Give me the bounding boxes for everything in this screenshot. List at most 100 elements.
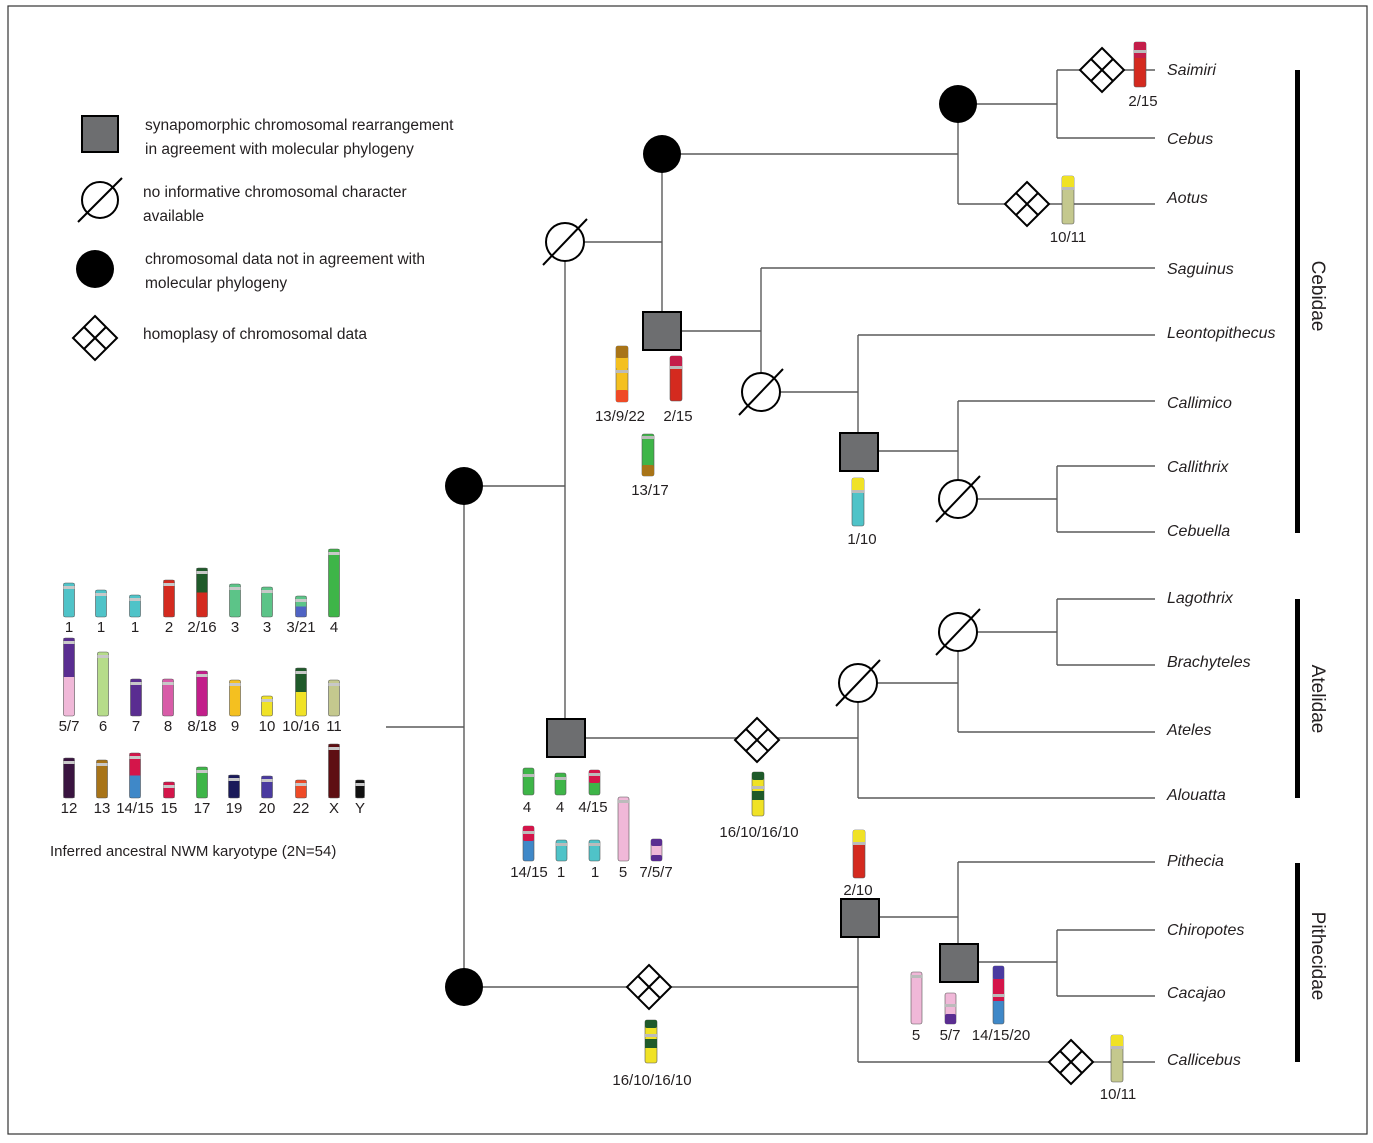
karyotype-label: 8 [164,718,172,735]
karyotype-chromosome-Y [355,779,365,799]
node-diamond-pithecid [625,963,673,1011]
node-circle-root-lower [445,968,483,1006]
karyotype-label: 10 [259,718,276,735]
legend-circle-text: chromosomal data not in agreement with [145,251,425,268]
karyotype-chromosome-3-21 [295,595,307,618]
label-14-15-20: 14/15/20 [972,1027,1030,1044]
karyotype-chromosome-17 [196,766,208,799]
karyotype-label: 1 [65,619,73,636]
karyotype-chromosome-10-16 [295,667,307,717]
karyotype-label: 5/7 [59,718,80,735]
label-1-10: 1/10 [847,531,876,548]
chromosome-5-pithecid [910,971,923,1025]
karyotype-chromosome-7 [130,678,142,717]
chromosome-13-17 [641,433,655,477]
legend-square-symbol [81,115,119,153]
karyotype-label: 12 [61,800,78,817]
karyotype-chromosome-12 [63,757,75,799]
label-2-15-saimiri: 2/15 [1128,93,1157,110]
chromosome-4-b [554,772,567,796]
legend-circle-text-2: molecular phylogeny [145,275,287,292]
karyotype-chromosome-1 [95,589,107,618]
taxon-leontopithecus: Leontopithecus [1167,325,1276,342]
chromosome-2-10 [852,829,866,879]
label-5-pithecid: 5 [912,1027,920,1044]
node-square-atelid [546,718,586,758]
node-diamond-saimiri [1078,46,1126,94]
label-5-atelid: 5 [619,864,627,881]
karyotype-chromosome-4 [328,548,340,618]
karyotype-label: 13 [94,800,111,817]
chromosome-2-15-callitrichid [669,355,683,402]
legend-empty-text-2: available [143,208,204,225]
chromosome-1-a [555,839,568,862]
karyotype-label: X [329,800,339,817]
karyotype-chromosome-1 [63,582,75,618]
taxon-saguinus: Saguinus [1167,261,1234,278]
karyotype-caption: Inferred ancestral NWM karyotype (2N=54) [50,843,336,860]
node-diamond-aotus [1003,180,1051,228]
karyotype-chromosome-14-15 [129,752,141,799]
family-bars: Cebidae Atelidae Pithecidae [1295,70,1328,1062]
karyotype-chromosome-19 [228,774,240,799]
label-4-15: 4/15 [578,799,607,816]
karyotype-label: 19 [226,800,243,817]
legend-empty-text: no informative chromosomal character [143,184,407,201]
label-13-9-22: 13/9/22 [595,408,645,425]
family-bar-cebidae [1295,70,1300,533]
label-16-10-pithecid: 16/10/16/10 [612,1072,691,1089]
tree-chromosomes: 2/15 10/11 13/9/22 2/15 [510,41,1158,1103]
chromosome-16-10-atelid [751,771,765,817]
taxon-chiropotes: Chiropotes [1167,922,1244,939]
chromosome-1-b [588,839,601,862]
legend: synapomorphic chromosomal rearrangement … [71,115,454,362]
taxon-lagothrix: Lagothrix [1167,590,1234,607]
node-empty-2 [738,368,784,416]
karyotype-label: 15 [161,800,178,817]
legend-square-text-2: in agreement with molecular phylogeny [145,141,414,158]
karyotype-chromosome-2-16 [196,567,208,618]
node-empty-1 [542,218,588,266]
taxon-ateles: Ateles [1166,722,1211,739]
taxon-brachyteles: Brachyteles [1167,654,1251,671]
label-2-10: 2/10 [843,882,872,899]
karyotype-label: 17 [194,800,211,817]
karyotype-label: 9 [231,718,239,735]
karyotype-chromosome-8 [162,678,174,717]
karyotype-chromosome-20 [261,775,273,799]
taxon-alouatta: Alouatta [1166,787,1226,804]
karyotype-label: 6 [99,718,107,735]
karyotype-chromosome-9 [229,679,241,717]
label-4-b: 4 [556,799,564,816]
chromosome-16-10-pithecid [644,1019,658,1064]
chromosome-14-15-20 [992,965,1005,1025]
karyotype-chromosome-22 [295,779,307,799]
chromosome-13-9-22 [615,345,629,403]
taxa-labels: Saimiri Cebus Aotus Saguinus Leontopithe… [1166,62,1276,1069]
family-bar-pithecidae [1295,863,1300,1062]
karyotype-chromosome-10 [261,695,273,717]
node-empty-3 [935,475,981,523]
label-16-10-atelid: 16/10/16/10 [719,824,798,841]
taxon-callicebus: Callicebus [1167,1052,1241,1069]
karyotype-label: 10/16 [282,718,320,735]
family-atelidae: Atelidae [1307,665,1328,734]
chromosome-4-15 [588,769,601,796]
node-circle-cebidae-a [643,135,681,173]
node-circle-root-upper [445,467,483,505]
chromosome-5-atelid [617,796,630,862]
legend-circle-symbol [76,250,114,288]
karyotype-label: 4 [330,619,338,636]
node-square-callimico [839,432,879,472]
karyotype-label: 11 [326,718,342,735]
taxon-callimico: Callimico [1167,395,1232,412]
karyotype-label: 3 [263,619,271,636]
chromosome-10-11-aotus [1061,175,1075,225]
label-10-11-callicebus: 10/11 [1100,1086,1136,1103]
label-7-5-7: 7/5/7 [639,864,672,881]
taxon-saimiri: Saimiri [1167,62,1216,79]
chromosome-5-7 [944,992,957,1025]
chromosome-2-15-saimiri [1133,41,1147,88]
